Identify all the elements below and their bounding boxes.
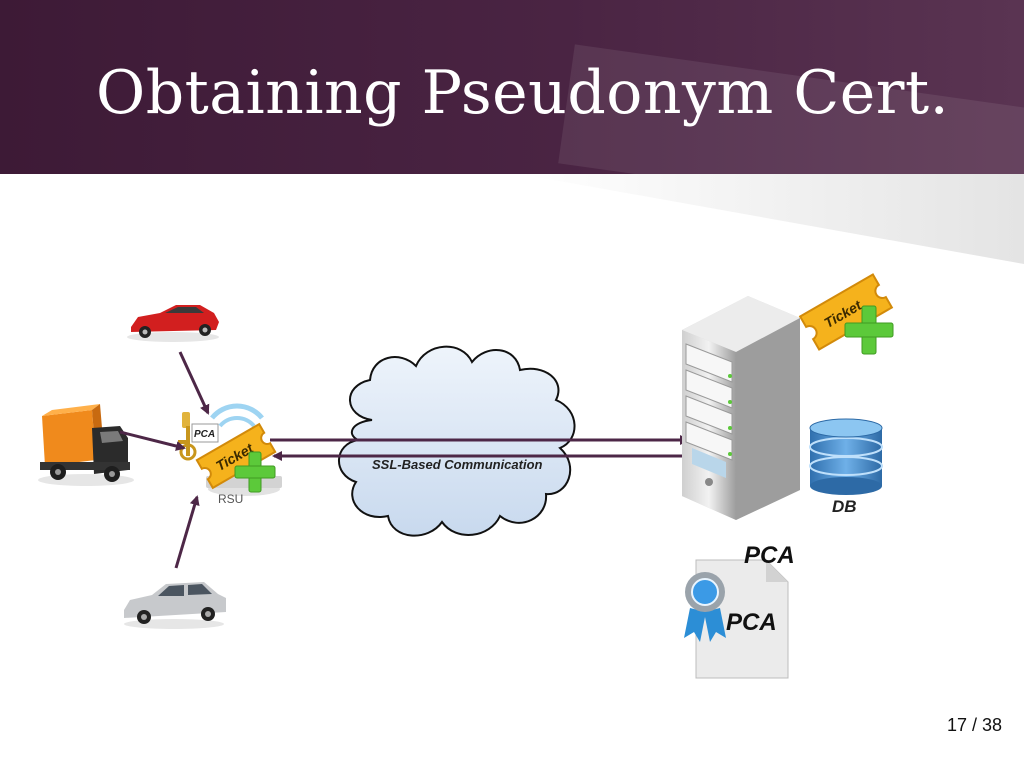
slide-title: Obtaining Pseudonym Cert. <box>96 58 950 128</box>
server-icon <box>682 296 800 520</box>
rsu-key-label: PCA <box>194 429 215 440</box>
rsu-icon <box>206 403 282 496</box>
ribbon-badge-icon <box>684 572 726 642</box>
certificate-label: PCA <box>726 609 777 636</box>
page-number: 17 / 38 <box>946 715 1002 735</box>
silver-car-icon <box>124 582 226 629</box>
db-label: DB <box>832 497 857 516</box>
key-icon: PCA <box>178 412 219 461</box>
silver-car-arrow <box>174 495 200 569</box>
red-car-arrow <box>178 351 210 415</box>
red-car-icon <box>127 305 219 342</box>
server-ticket-icon: Ticket <box>798 273 894 351</box>
certificate-header-label: PCA <box>744 542 795 569</box>
communication-label: SSL-Based Communication <box>372 457 543 472</box>
slide-header: Obtaining Pseudonym Cert. <box>0 0 1024 174</box>
server-plus-icon <box>844 305 894 355</box>
rsu-label: RSU <box>218 492 243 506</box>
rsu-plus-icon <box>234 451 276 493</box>
truck-arrow <box>119 430 186 451</box>
truck-icon <box>38 404 134 486</box>
database-icon <box>809 418 883 495</box>
